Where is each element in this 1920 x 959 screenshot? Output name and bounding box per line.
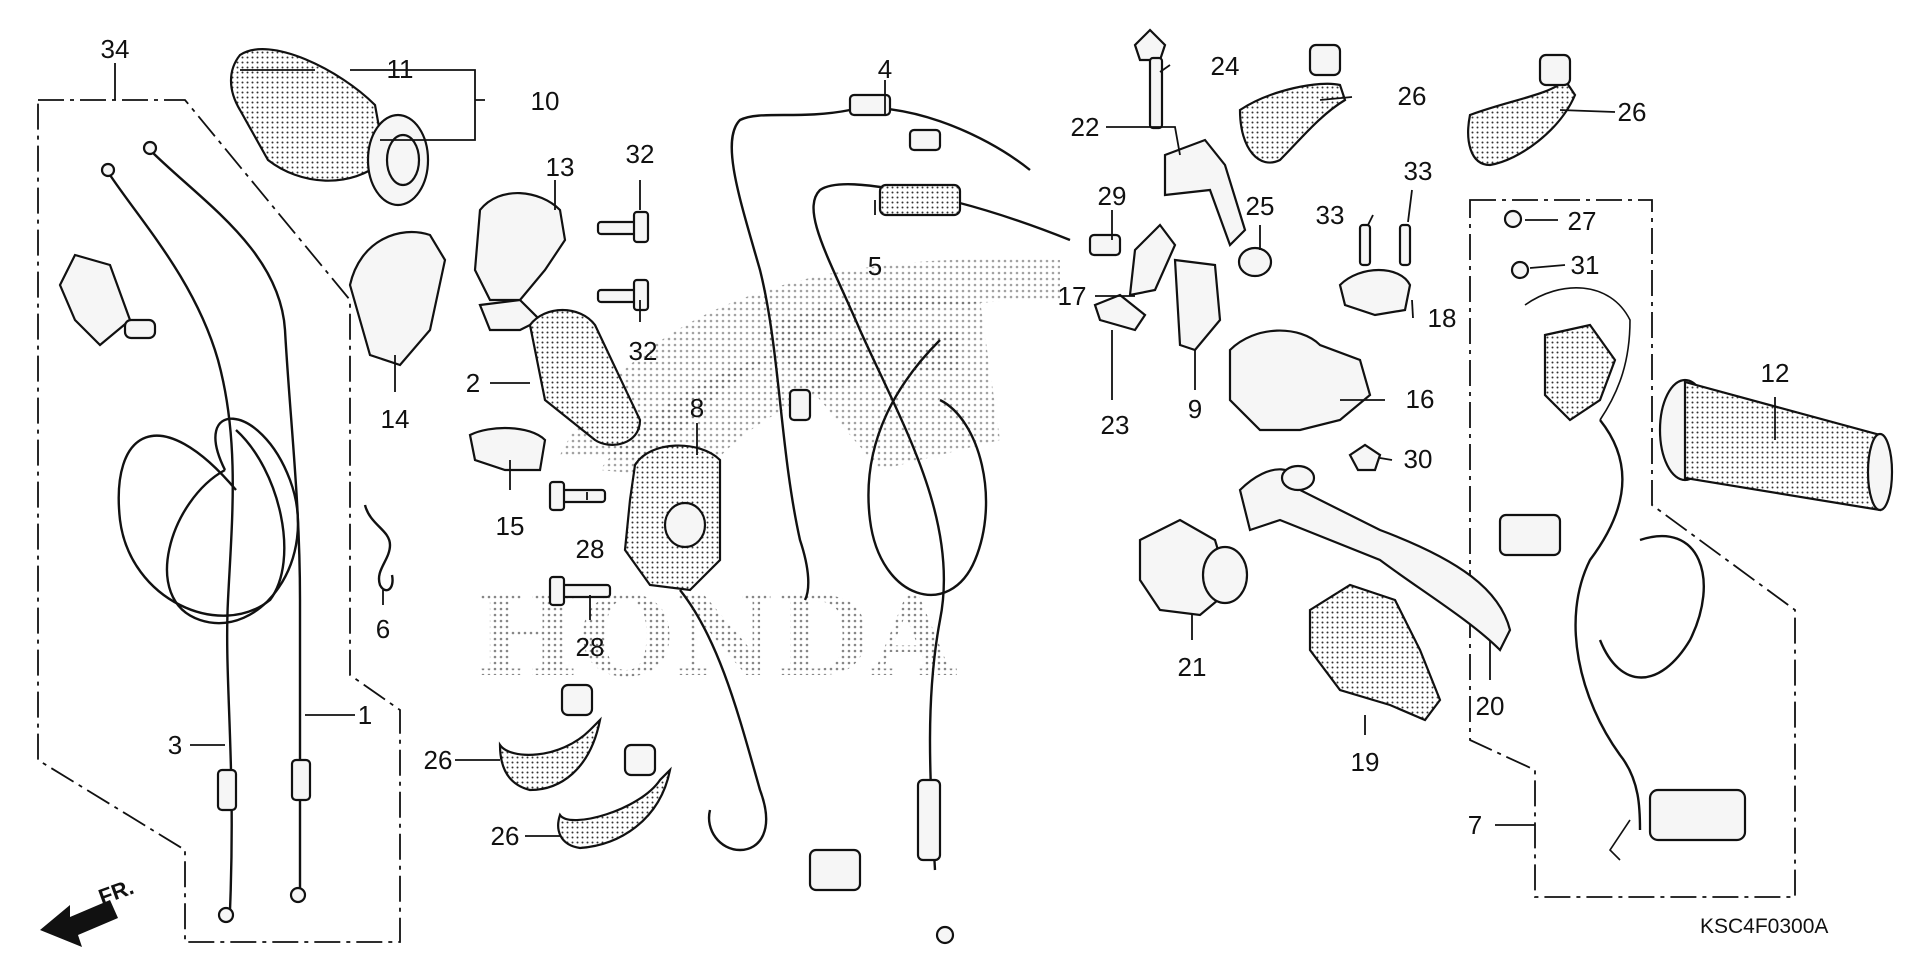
- leader-lines: [114, 63, 1776, 837]
- callout-24: 24: [1211, 51, 1240, 81]
- straps: [498, 43, 1577, 850]
- honda-watermark: HONDA: [474, 258, 1060, 701]
- callout-26d: 26: [491, 821, 520, 851]
- watermark-text: HONDA: [474, 572, 957, 701]
- callout-7: 7: [1468, 810, 1482, 840]
- callout-numbers: 34 11 10 4 24 26 26 22 13 32 29 25 33 33…: [101, 34, 1790, 851]
- callout-5: 5: [868, 251, 882, 281]
- callout-1: 1: [358, 700, 372, 730]
- clip: [363, 504, 394, 592]
- throttle-housing: [348, 191, 642, 472]
- callout-2: 2: [466, 368, 480, 398]
- group-frame-34: [37, 99, 401, 943]
- callout-27: 27: [1568, 206, 1597, 236]
- callout-26c: 26: [424, 745, 453, 775]
- callout-32a: 32: [626, 139, 655, 169]
- callout-11: 11: [387, 54, 414, 84]
- callout-16: 16: [1406, 384, 1435, 414]
- callout-26b: 26: [1618, 97, 1647, 127]
- callout-12: 12: [1761, 358, 1790, 388]
- cable-boot: [58, 253, 157, 347]
- callout-33b: 33: [1404, 156, 1433, 186]
- callout-33a: 33: [1316, 200, 1345, 230]
- group-frame-7: [1469, 199, 1796, 898]
- throttle-cables: [100, 140, 312, 924]
- callout-10: 10: [531, 86, 560, 116]
- lever-perch: [1308, 583, 1442, 722]
- diagram-code: KSC4F0300A: [1700, 915, 1828, 938]
- front-arrow-label: FR.: [95, 874, 137, 910]
- callout-28a: 28: [576, 534, 605, 564]
- clamp-parts: [1228, 223, 1412, 472]
- bolts: [548, 210, 650, 607]
- callout-29: 29: [1098, 181, 1127, 211]
- left-grip: [1658, 378, 1894, 512]
- front-arrow: FR.: [40, 874, 137, 947]
- callout-8: 8: [690, 393, 704, 423]
- clutch-cables: [730, 93, 1071, 945]
- callout-32b: 32: [629, 336, 658, 366]
- callout-3: 3: [168, 730, 182, 760]
- callout-23: 23: [1101, 410, 1130, 440]
- lever-parts: [1088, 28, 1273, 352]
- callout-6: 6: [376, 614, 390, 644]
- callout-18: 18: [1428, 303, 1457, 333]
- callout-17: 17: [1058, 281, 1087, 311]
- callout-19: 19: [1351, 747, 1380, 777]
- throttle-grip: [229, 48, 430, 207]
- callout-15: 15: [496, 511, 525, 541]
- switch-housing: [623, 444, 862, 892]
- callout-14: 14: [381, 404, 410, 434]
- callout-22: 22: [1071, 112, 1100, 142]
- callout-20: 20: [1476, 691, 1505, 721]
- stop-switch-harness: [1498, 209, 1747, 861]
- callout-13: 13: [546, 152, 575, 182]
- callout-28b: 28: [576, 632, 605, 662]
- callout-30: 30: [1404, 444, 1433, 474]
- hot-start-adjuster: [1138, 518, 1249, 617]
- callout-21: 21: [1178, 652, 1207, 682]
- clutch-lever: [1238, 464, 1512, 652]
- callout-26a: 26: [1398, 81, 1427, 111]
- callout-4: 4: [878, 54, 892, 84]
- callout-25: 25: [1246, 191, 1275, 221]
- callout-9: 9: [1188, 394, 1202, 424]
- callout-34: 34: [101, 34, 130, 64]
- callout-31: 31: [1571, 250, 1600, 280]
